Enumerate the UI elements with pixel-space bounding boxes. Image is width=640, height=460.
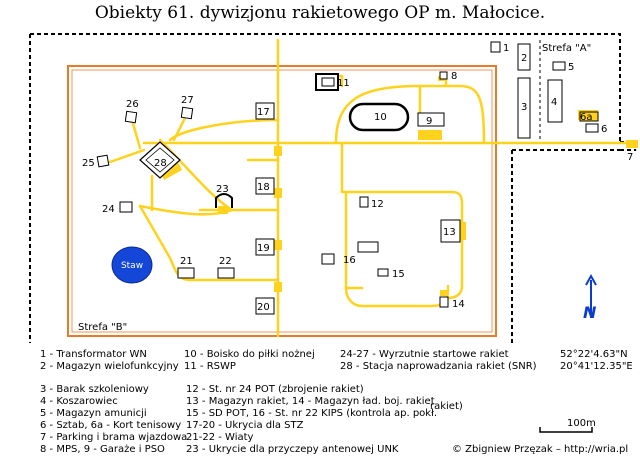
legend-col-5: 12 - St. nr 24 POT (zbrojenie rakiet) 13… — [186, 384, 437, 456]
longitude: 20°41'12.35"E — [560, 361, 633, 372]
pond-label: Staw — [121, 261, 143, 271]
label-12: 12 — [371, 199, 384, 210]
legend-item: 24-27 - Wyrzutnie startowe rakiet — [340, 349, 509, 360]
legend-item: 11 - RSWP — [184, 361, 236, 372]
label-8: 8 — [451, 71, 457, 82]
legend-item: 3 - Barak szkoleniowy — [40, 384, 149, 395]
legend-item: 21-22 - Wiaty — [186, 432, 254, 443]
football-field-10 — [348, 102, 410, 132]
legend-rakiet-tail: rakiet) — [430, 401, 463, 412]
legend-item: 10 - Boisko do piłki nożnej — [184, 349, 315, 360]
legend-item: 4 - Koszarowiec — [40, 396, 118, 407]
zone-a-label: Strefa "A" — [542, 43, 591, 54]
label-18: 18 — [257, 182, 270, 193]
label-6: 6 — [601, 124, 607, 135]
legend-col-1: 1 - Transformator WN 2 - Magazyn wielofu… — [40, 349, 179, 373]
label-25: 25 — [82, 158, 95, 169]
legend-col-2: 10 - Boisko do piłki nożnej 11 - RSWP — [184, 349, 315, 373]
label-6a: 6a — [580, 112, 593, 123]
label-9: 9 — [426, 116, 432, 127]
legend-item: 15 - SD POT, 16 - St. nr 22 KIPS (kontro… — [186, 408, 438, 419]
label-7: 7 — [627, 152, 633, 163]
perimeter-notch — [511, 141, 636, 343]
legend-item: 1 - Transformator WN — [40, 349, 147, 360]
legend-item: 6 - Sztab, 6a - Kort tenisowy — [40, 420, 182, 431]
zone-b-fence — [67, 65, 497, 337]
zone-b-inner-fence — [71, 69, 493, 333]
zone-b-label: Strefa "B" — [78, 322, 127, 333]
label-20: 20 — [257, 302, 270, 313]
label-5: 5 — [568, 62, 574, 73]
label-26: 26 — [126, 99, 139, 110]
label-1: 1 — [503, 43, 509, 54]
label-2: 2 — [521, 53, 527, 64]
snr-station-28 — [139, 141, 181, 179]
label-24: 24 — [102, 204, 115, 215]
latitude: 52°22'4.63"N — [560, 349, 628, 360]
buildings — [177, 41, 599, 315]
legend-item: 13 - Magazyn rakiet, 14 - Magazyn ład. b… — [186, 396, 435, 407]
label-3: 3 — [521, 102, 527, 113]
legend-col-3: 24-27 - Wyrzutnie startowe rakiet 28 - S… — [340, 349, 537, 373]
map-title: Obiekty 61. dywizjonu rakietowego OP m. … — [94, 3, 546, 23]
label-11: 11 — [337, 78, 350, 89]
outer-perimeter — [29, 33, 621, 343]
north-letter: N — [583, 303, 597, 322]
label-10: 10 — [374, 112, 387, 123]
label-14: 14 — [452, 299, 465, 310]
label-4: 4 — [551, 97, 557, 108]
legend-item: 5 - Magazyn amunicji — [40, 408, 147, 419]
label-13: 13 — [443, 227, 456, 238]
coordinates: 52°22'4.63"N 20°41'12.35"E — [560, 349, 633, 373]
label-28: 28 — [154, 158, 167, 169]
shelter-23 — [215, 193, 233, 208]
scale-bar — [539, 427, 593, 433]
label-15: 15 — [392, 269, 405, 280]
legend-item: 7 - Parking i brama wjazdowa — [40, 432, 188, 443]
label-23: 23 — [216, 184, 229, 195]
label-21: 21 — [180, 256, 193, 267]
label-22: 22 — [219, 256, 232, 267]
legend-item: 23 - Ukrycie dla przyczepy antenowej UNK — [186, 444, 399, 455]
pond — [111, 246, 153, 284]
credit: © Zbigniew Przęzak – http://wria.pl — [452, 444, 629, 455]
north-arrow — [585, 273, 597, 318]
legend-item: 17-20 - Ukrycia dla STZ — [186, 420, 304, 431]
label-17: 17 — [257, 107, 270, 118]
launchers — [96, 106, 194, 213]
legend-item: 28 - Stacja naprowadzania rakiet (SNR) — [340, 361, 537, 372]
legend-item: 2 - Magazyn wielofunkcyjny — [40, 361, 179, 372]
label-27: 27 — [181, 95, 194, 106]
scale-label: 100m — [567, 418, 596, 429]
label-16: 16 — [343, 255, 356, 266]
legend-item: 12 - St. nr 24 POT (zbrojenie rakiet) — [186, 384, 364, 395]
legend-col-4: 3 - Barak szkoleniowy 4 - Koszarowiec 5 … — [40, 384, 187, 456]
legend-item: 8 - MPS, 9 - Garaże i PSO — [40, 444, 165, 455]
label-19: 19 — [257, 243, 270, 254]
